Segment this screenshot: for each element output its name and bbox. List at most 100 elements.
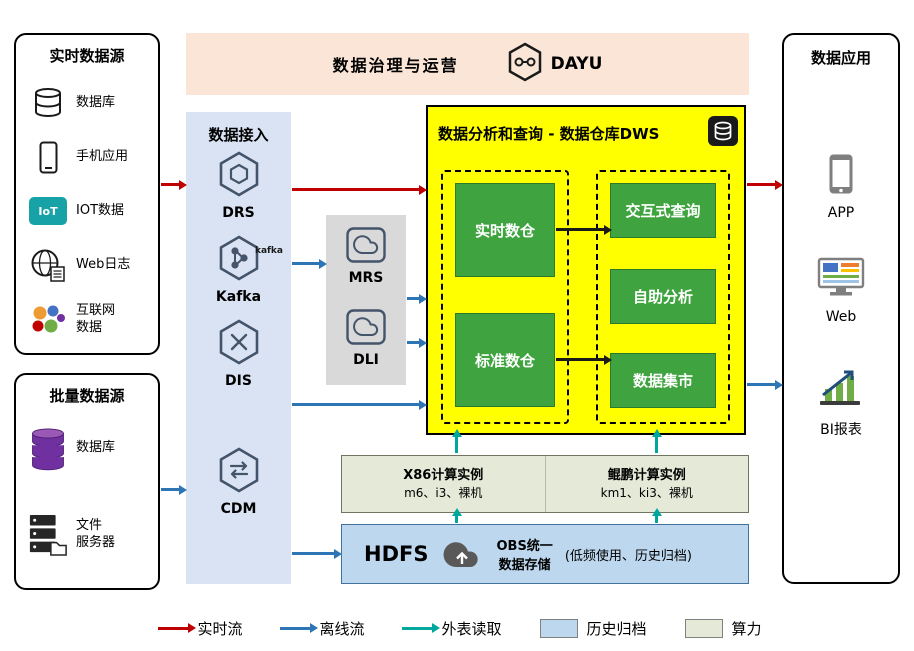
arrow-access-to-dws (292, 403, 419, 406)
service-kafka: kafka Kafka (186, 234, 291, 305)
dis-hexagon-icon (217, 318, 261, 370)
legend-offline-label: 离线流 (319, 619, 365, 638)
mrs-dli-box: MRS DLI (326, 215, 406, 385)
query-dashed-group (596, 170, 730, 424)
arrow-dws-to-app (747, 183, 775, 186)
source-iot-label: IOT数据 (76, 202, 125, 218)
legend: 实时流 离线流 外表读取 历史归档 算力 (110, 612, 810, 644)
drs-hexagon-icon (217, 150, 261, 202)
offline-flow-arrow-icon (280, 626, 311, 630)
iot-icon: IoT (28, 197, 68, 225)
realtime-sources-panel: 实时数据源 数据库 手机应用 IoT (14, 33, 160, 355)
realtime-flow-arrow-icon (158, 626, 189, 630)
web-browser-icon (817, 257, 865, 303)
kunpeng-spec: km1、ki3、裸机 (600, 485, 693, 500)
obs-note: (低频使用、历史归档) (564, 548, 692, 564)
service-dli: DLI (326, 309, 406, 368)
arrow-realtime-src-to-access (161, 183, 179, 186)
dws-analysis-box: 数据分析和查询 - 数据仓库DWS 实时数仓 标准数仓 交互式查询 自助分析 数… (426, 105, 746, 435)
applications-panel: 数据应用 APP (782, 33, 900, 584)
source-row-weblog: Web日志 (16, 243, 158, 287)
kunpeng-title: 鲲鹏计算实例 (607, 468, 686, 484)
dayu-logo: DAYU (507, 42, 602, 86)
x86-compute-half: X86计算实例 m6、i3、裸机 (342, 456, 545, 512)
dis-label: DIS (225, 373, 252, 389)
bi-report-icon (817, 367, 865, 413)
drs-label: DRS (222, 205, 255, 221)
service-dis: DIS (186, 318, 291, 389)
cdm-hexagon-icon (217, 446, 261, 498)
obs-cloud-upload-icon (440, 536, 484, 572)
arrow-cdm-to-hdfs (292, 552, 334, 555)
compute-instances-box: X86计算实例 m6、i3、裸机 鲲鹏计算实例 km1、ki3、裸机 (341, 455, 749, 513)
interactive-query-box: 交互式查询 (610, 183, 716, 238)
dws-title: 数据分析和查询 - 数据仓库DWS (438, 124, 660, 143)
governance-title: 数据治理与运营 (332, 56, 459, 75)
arrow-x86-to-dws (455, 437, 458, 453)
arrow-dli-to-dws (407, 341, 419, 344)
batch-row-database: 数据库 (16, 417, 158, 479)
service-mrs: MRS (326, 227, 406, 286)
dayu-hexagon-icon (507, 42, 543, 86)
x86-title: X86计算实例 (403, 468, 484, 484)
legend-realtime-label: 实时流 (197, 619, 243, 638)
mobile-app-icon (828, 153, 854, 199)
data-access-column: 数据接入 DRS kafka (186, 112, 291, 584)
database-stack-icon (28, 423, 68, 473)
cdm-label: CDM (220, 501, 257, 517)
source-mobile-label: 手机应用 (76, 148, 129, 164)
kafka-hexagon-icon (217, 234, 261, 286)
batch-sources-title: 批量数据源 (49, 387, 125, 405)
realtime-warehouse-box: 实时数仓 (455, 183, 555, 277)
arrow-dws-to-bi (747, 383, 775, 386)
dli-cloud-icon (346, 309, 386, 349)
hdfs-label: HDFS (364, 542, 429, 566)
iot-badge-text: IoT (29, 197, 67, 225)
batch-sources-panel: 批量数据源 数据库 (14, 373, 160, 590)
service-cdm: CDM (186, 446, 291, 517)
legend-external-label: 外表读取 (441, 619, 502, 638)
kafka-badge-text: kafka (254, 246, 283, 256)
warehouse-dashed-group (441, 170, 569, 424)
database-icon (28, 87, 68, 120)
app-block-mobile: APP (784, 153, 898, 221)
standard-warehouse-box: 标准数仓 (455, 313, 555, 407)
self-service-analysis-box: 自助分析 (610, 269, 716, 324)
arrow-mrs-to-dws (407, 297, 419, 300)
file-server-icon (28, 512, 68, 558)
archive-swatch-icon (539, 618, 578, 638)
internet-data-icon (28, 304, 68, 336)
dws-title-row: 数据分析和查询 - 数据仓库DWS (438, 116, 738, 150)
legend-compute-label: 算力 (731, 619, 762, 638)
arrow-drs-to-dws (292, 188, 419, 191)
external-read-arrow-icon (402, 626, 433, 630)
source-row-mobile: 手机应用 (16, 135, 158, 179)
legend-archive: 历史归档 (539, 618, 647, 639)
legend-compute: 算力 (684, 618, 762, 639)
source-row-internet: 互联网 数据 (16, 295, 158, 345)
web-label: Web (825, 309, 857, 325)
mrs-cloud-icon (346, 227, 386, 267)
arrow-realtime-wh-to-query (556, 228, 604, 231)
dws-database-icon (708, 116, 738, 150)
source-row-iot: IoT IOT数据 (16, 189, 158, 233)
arrow-hdfs-to-x86 (455, 516, 458, 523)
service-drs: DRS (186, 150, 291, 221)
mobile-phone-icon (28, 141, 68, 174)
governance-banner: 数据治理与运营 DAYU (186, 33, 749, 95)
batch-database-label: 数据库 (76, 439, 116, 455)
legend-archive-label: 历史归档 (586, 619, 647, 638)
app-label: APP (827, 205, 855, 221)
hdfs-storage-box: HDFS OBS统一 数据存储 (低频使用、历史归档) (341, 524, 749, 584)
dli-label: DLI (353, 352, 379, 368)
batch-row-fileserver: 文件 服务器 (16, 495, 158, 575)
arrow-kafka-to-mrs (292, 262, 319, 265)
legend-external-read: 外表读取 (402, 618, 502, 639)
arrow-kunpeng-to-dws (655, 437, 658, 453)
bi-label: BI报表 (820, 422, 862, 438)
web-log-icon (28, 248, 68, 282)
applications-title: 数据应用 (810, 49, 871, 67)
app-block-web: Web (784, 257, 898, 325)
x86-spec: m6、i3、裸机 (404, 485, 483, 500)
